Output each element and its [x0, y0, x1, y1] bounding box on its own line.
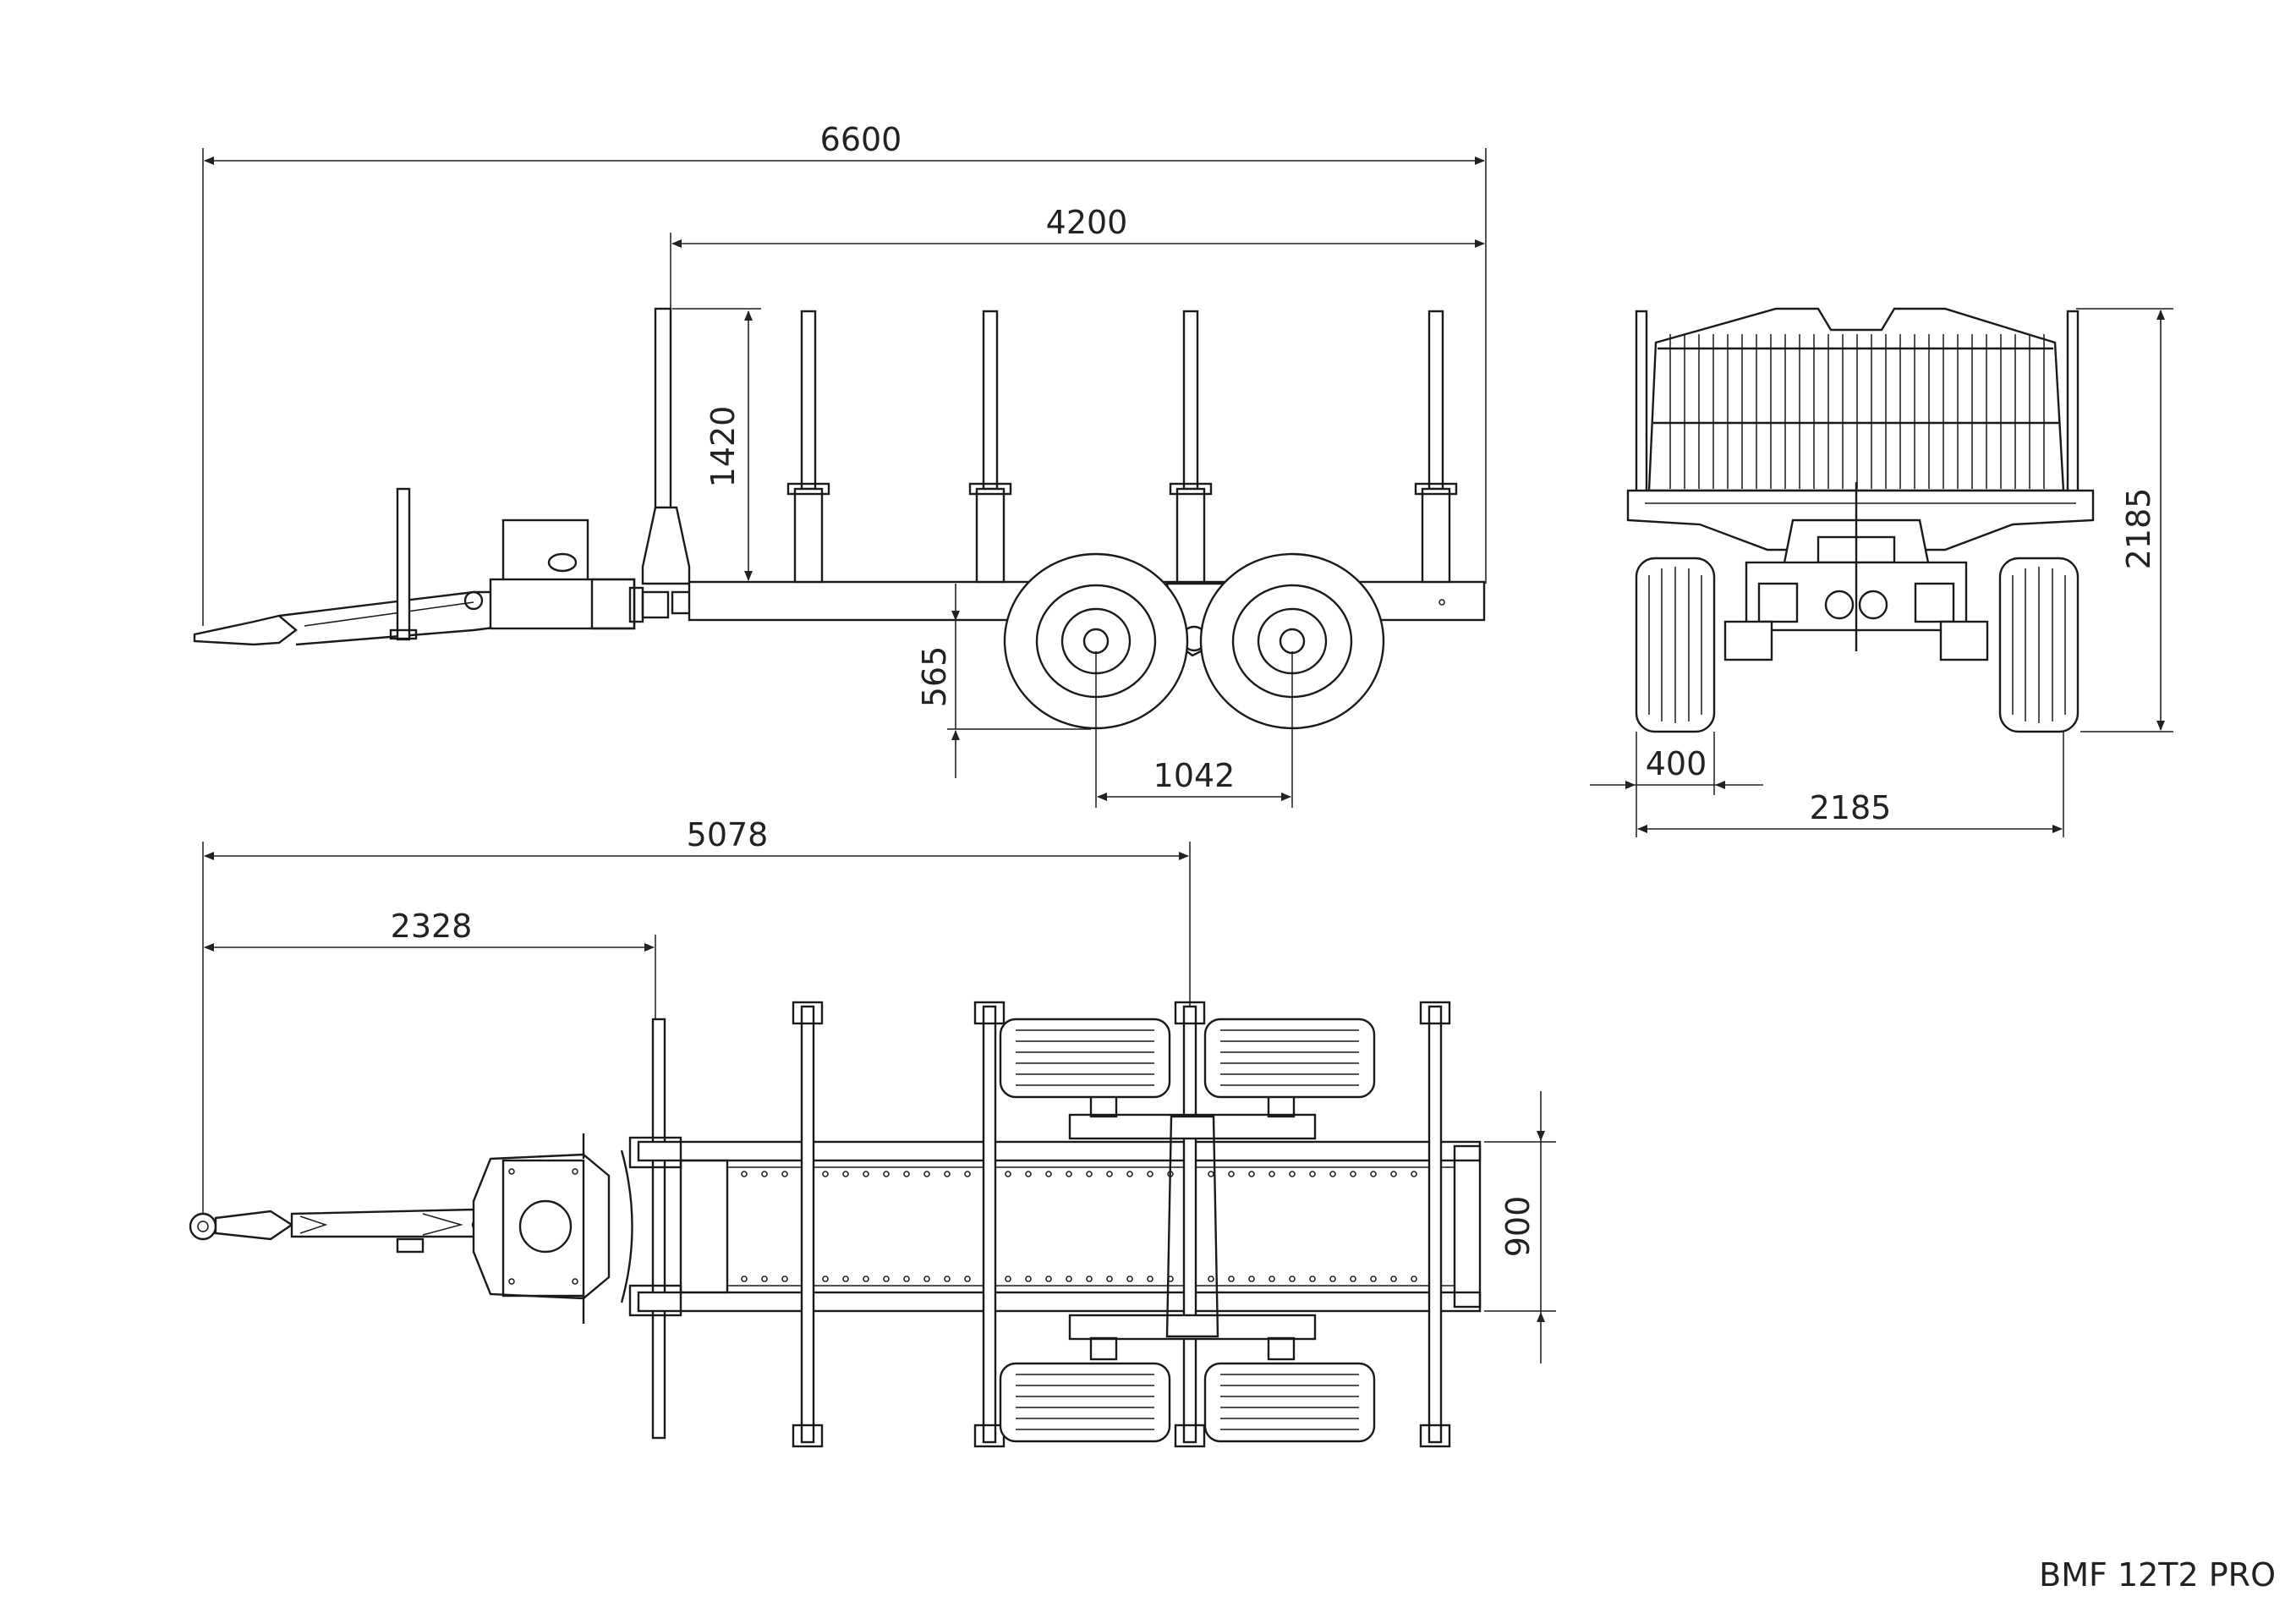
rear-stake-left	[1635, 310, 1648, 499]
side-stakes	[786, 310, 1458, 584]
side-drawbar	[193, 487, 509, 646]
dim-frame-width: 900	[1499, 1196, 1537, 1258]
rear-frame	[1723, 482, 1989, 661]
dim-ground-clearance: 565	[916, 646, 953, 708]
rear-stake-right	[2066, 310, 2080, 499]
side-front-post	[641, 307, 695, 615]
rear-view	[1626, 307, 2095, 733]
rear-grill	[1647, 307, 2065, 492]
dim-overall-length: 6600	[820, 121, 902, 158]
side-wheel-rear	[1199, 552, 1385, 730]
top-coupling-plate	[472, 1133, 633, 1324]
dim-axle-spacing: 1042	[1153, 757, 1236, 794]
top-drawbar	[189, 1208, 488, 1254]
rear-dimensions: 2185 400 2185	[1590, 308, 2173, 837]
stake	[786, 310, 830, 584]
stake	[1414, 310, 1458, 584]
side-toolbox	[489, 518, 670, 630]
stake	[968, 310, 1012, 584]
crossbar	[1174, 1001, 1206, 1448]
top-dimensions: 5078 2328 900	[202, 816, 1556, 1363]
crossbar	[792, 1001, 824, 1448]
stake	[1169, 310, 1213, 584]
side-dimensions: 6600 4200 1420 565 1042	[202, 121, 1487, 808]
drawing-title: BMF 12T2 PRO	[2039, 1556, 2276, 1594]
top-frame	[628, 1136, 1482, 1317]
top-front-bulkhead	[651, 1018, 666, 1440]
tire	[1203, 1362, 1376, 1443]
side-view	[193, 307, 1486, 730]
dim-overall-height: 2185	[2120, 488, 2157, 570]
dim-load-length: 4200	[1046, 204, 1128, 241]
crossbar	[1419, 1001, 1451, 1448]
tire	[1203, 1018, 1376, 1099]
dim-drawbar-length: 2328	[391, 908, 473, 945]
tire	[999, 1362, 1171, 1443]
tire	[999, 1018, 1171, 1099]
crossbar	[973, 1001, 1006, 1448]
top-tires	[999, 1018, 1376, 1443]
dim-length-to-axle: 5078	[687, 816, 769, 853]
dim-overall-width: 2185	[1810, 789, 1892, 826]
top-view	[189, 1001, 1482, 1448]
rear-wheel-right	[1998, 557, 2080, 733]
dim-stake-height: 1420	[704, 406, 742, 488]
top-bogie	[1068, 1094, 1317, 1361]
dim-wheel-width: 400	[1646, 745, 1707, 782]
rear-wheel-left	[1635, 557, 1716, 733]
